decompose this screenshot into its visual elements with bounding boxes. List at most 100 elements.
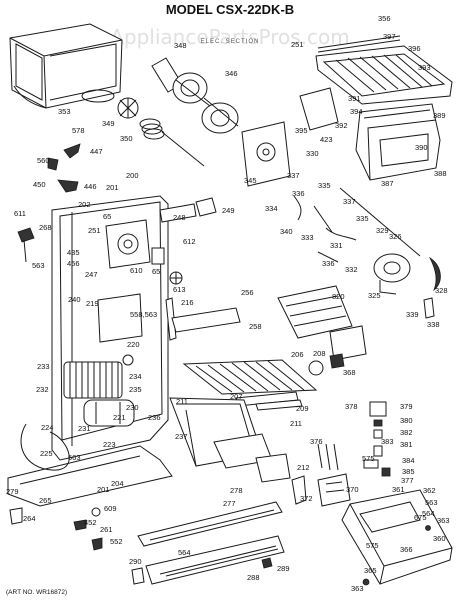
- part-label-578: 578: [72, 126, 85, 135]
- ice-motor-drawing: [373, 253, 411, 295]
- part-label-233: 233: [37, 362, 50, 371]
- shelf-206-drawing: [182, 359, 318, 395]
- part-label-216: 216: [181, 298, 194, 307]
- part-label-377: 377: [401, 476, 414, 485]
- part-label-387: 387: [381, 179, 394, 188]
- control-panel-345-drawing: [241, 121, 291, 187]
- part-label-610: 610: [130, 266, 143, 275]
- part-label-382: 382: [400, 428, 413, 437]
- rail-209-drawing: [255, 399, 303, 411]
- heater-coil-drawing: [139, 118, 205, 167]
- part-label-820: 820: [332, 292, 345, 301]
- control-housing-drawing: [105, 219, 165, 269]
- part-label-220: 220: [127, 340, 140, 349]
- part-label-452: 452: [84, 518, 97, 527]
- bracket-248-drawing: [159, 203, 197, 223]
- part-label-206: 206: [291, 350, 304, 359]
- bracket-372-drawing: [291, 475, 307, 505]
- part-552-drawing: [91, 537, 103, 551]
- part-label-380: 380: [400, 416, 413, 425]
- part-label-356: 356: [378, 14, 391, 23]
- screw-363-drawing: [362, 578, 370, 586]
- part-label-612: 612: [183, 237, 196, 246]
- part-label-248: 248: [173, 213, 186, 222]
- part-609-drawing: [91, 507, 101, 517]
- tubing-225-drawing: [20, 423, 70, 471]
- part-label-65: 65: [103, 212, 111, 221]
- part-label-348: 348: [174, 41, 187, 50]
- part-label-334: 334: [265, 204, 278, 213]
- part-label-332: 332: [345, 265, 358, 274]
- watermark: AppliancePartsPros.com: [110, 25, 350, 49]
- part-613-drawing: [169, 271, 183, 285]
- part-label-264: 264: [23, 514, 36, 523]
- part-label-207: 207: [230, 392, 243, 401]
- bracket-249-drawing: [195, 197, 217, 217]
- part-338-drawing: [423, 297, 435, 319]
- part-label-279: 279: [6, 487, 19, 496]
- linkage-drawing: [293, 195, 357, 263]
- part-328-drawing: [428, 256, 441, 292]
- part-label-201: 201: [97, 485, 110, 494]
- diagram-subtitle: ELEC. SECTION: [201, 39, 260, 45]
- condenser-coil-drawing: [63, 361, 123, 399]
- ice-maker-drawing: [277, 285, 367, 361]
- rail-258-drawing: [171, 307, 241, 333]
- part-label-363: 363: [437, 516, 450, 525]
- part-label-563: 563: [68, 453, 81, 462]
- part-label-325: 325: [368, 291, 381, 300]
- part-label-235: 235: [129, 385, 142, 394]
- part-label-346: 346: [225, 69, 238, 78]
- part-label-366: 366: [400, 545, 413, 554]
- part-label-328: 328: [435, 286, 448, 295]
- part-label-456: 456: [67, 259, 80, 268]
- part-label-435: 435: [67, 248, 80, 257]
- part-label-379: 379: [400, 402, 413, 411]
- part-label-240: 240: [68, 295, 81, 304]
- part-label-204: 204: [111, 479, 124, 488]
- part-label-200: 200: [126, 171, 139, 180]
- part-label-230: 230: [126, 403, 139, 412]
- part-label-326: 326: [389, 232, 402, 241]
- part-label-336: 336: [322, 259, 335, 268]
- part-label-391: 391: [348, 94, 361, 103]
- part-label-392: 392: [335, 121, 348, 130]
- part-label-336: 336: [292, 189, 305, 198]
- crisper-drawer-drawing: [169, 397, 273, 469]
- part-label-575: 575: [366, 541, 379, 550]
- part-label-447: 447: [90, 147, 103, 156]
- part-label-337: 337: [343, 197, 356, 206]
- part-268-drawing: [17, 227, 35, 263]
- part-446-drawing: [57, 179, 79, 193]
- part-452-drawing: [73, 519, 87, 531]
- part-label-388: 388: [434, 169, 447, 178]
- part-label-265: 265: [39, 496, 52, 505]
- part-label-330: 330: [306, 149, 319, 158]
- part-label-237: 237: [175, 432, 188, 441]
- screw-675-drawing: [425, 525, 431, 531]
- part-label-560: 560: [37, 156, 50, 165]
- part-label-564: 564: [422, 509, 435, 518]
- evaporator-cover-drawing: [9, 23, 123, 109]
- part-label-290: 290: [129, 557, 142, 566]
- part-label-376: 376: [310, 437, 323, 446]
- art-number: (ART NO. WR16872): [6, 589, 67, 596]
- part-label-65: 65: [152, 267, 160, 276]
- clip-290-drawing: [131, 567, 145, 585]
- panel-558-drawing: [97, 293, 143, 343]
- part-label-209: 209: [296, 404, 309, 413]
- part-label-232: 232: [36, 385, 49, 394]
- part-label-331: 331: [330, 241, 343, 250]
- part-label-383: 383: [381, 437, 394, 446]
- rod-329-drawing: [339, 187, 421, 257]
- part-label-219: 219: [86, 299, 99, 308]
- part-label-381: 381: [400, 440, 413, 449]
- part-label-247: 247: [85, 270, 98, 279]
- part-label-563: 563: [32, 261, 45, 270]
- part-label-361: 361: [392, 485, 405, 494]
- part-label-564: 564: [178, 548, 191, 557]
- part-label-389: 389: [433, 111, 446, 120]
- part-label-395: 395: [295, 126, 308, 135]
